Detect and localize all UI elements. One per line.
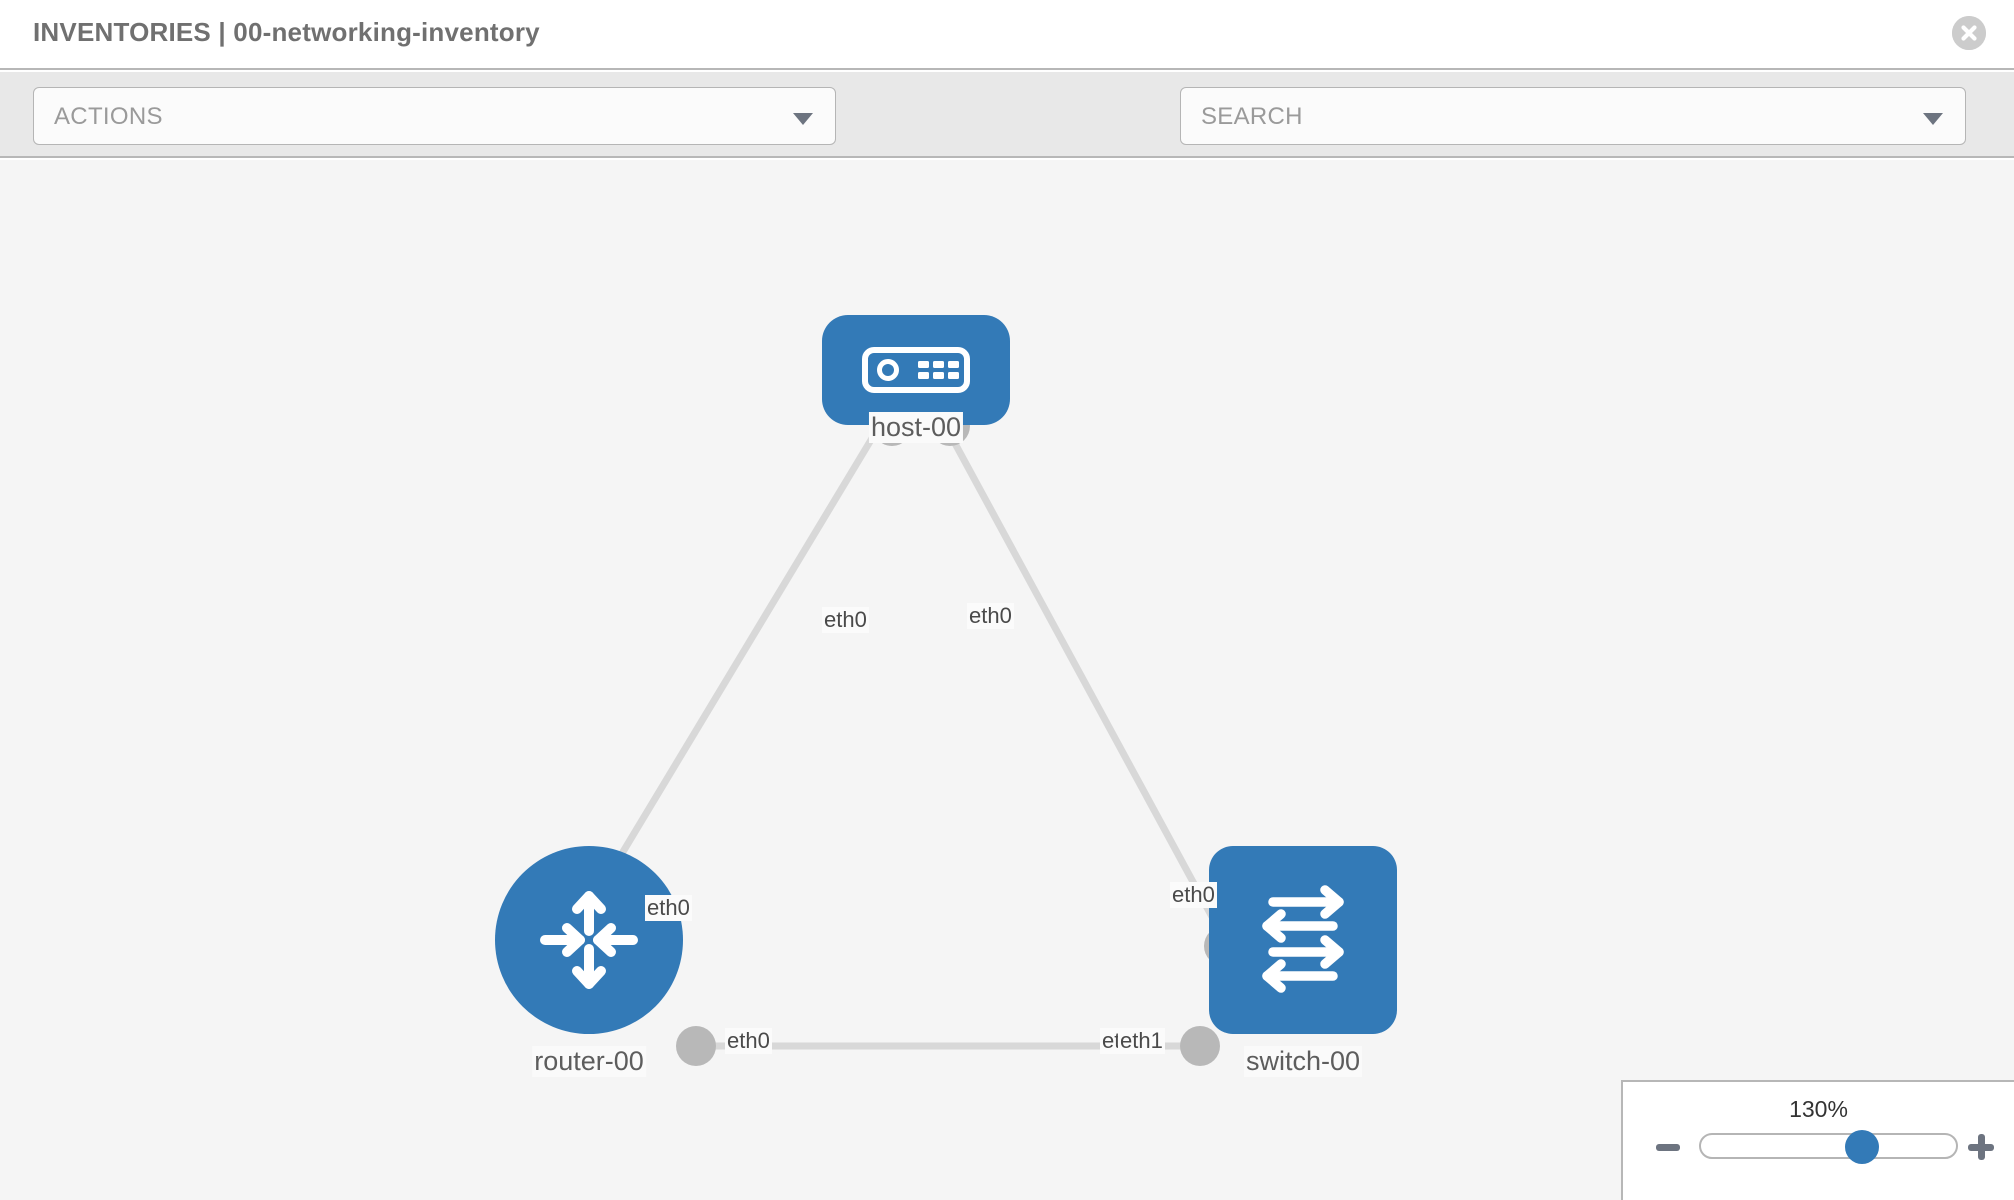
router-node-shape [495,846,683,1034]
zoom-slider[interactable] [1699,1130,1958,1164]
close-icon[interactable] [1952,16,1986,50]
port-switch-left-lower[interactable] [1180,1026,1220,1066]
actions-dropdown-label: ACTIONS [54,103,163,130]
chevron-down-icon[interactable] [1923,113,1943,125]
toolbar: ACTIONS SEARCH [0,72,2014,201]
zoom-slider-thumb[interactable] [1845,1130,1879,1164]
interface-label-router-right: eth0 [725,1028,772,1054]
switch-arrows-icon [1262,885,1344,993]
interface-label-host-right: eth0 [967,603,1014,629]
actions-dropdown[interactable]: ACTIONS [33,87,836,145]
page-title: INVENTORIES | 00-networking-inventory [33,17,540,47]
node-host-00[interactable]: host-00 [822,315,1010,443]
search-input[interactable]: SEARCH [1180,87,1966,145]
topology-canvas[interactable]: host-00 router-00 [0,160,2014,1200]
interface-label-switch-upper: eth0 [1170,882,1217,908]
interface-label-router-upper: eth0 [645,895,692,921]
interface-label-host-left: eth0 [822,607,869,633]
node-switch-00[interactable]: switch-00 [1209,846,1397,1077]
zoom-in-button[interactable] [1968,1134,1994,1160]
zoom-percent-label: 130% [1789,1096,1848,1122]
switch-node-shape [1209,846,1397,1034]
link-host-switch [941,423,1234,952]
node-label-host-00: host-00 [868,412,964,443]
zoom-out-button[interactable] [1656,1144,1680,1151]
host-node-shape [822,315,1010,425]
link-host-router [597,423,883,892]
router-arrows-icon [540,891,638,989]
zoom-control-panel: 130% [1621,1080,2014,1200]
port-router-right[interactable] [676,1026,716,1066]
node-router-00[interactable]: router-00 [495,846,683,1077]
interface-label-switch-left-b: eth1 [1118,1028,1165,1054]
search-placeholder: SEARCH [1201,103,1303,130]
node-label-router-00: router-00 [532,1046,646,1077]
chevron-down-icon [793,113,813,125]
server-icon [862,347,970,393]
page-header: INVENTORIES | 00-networking-inventory [0,0,2014,70]
node-label-switch-00: switch-00 [1243,1046,1363,1077]
